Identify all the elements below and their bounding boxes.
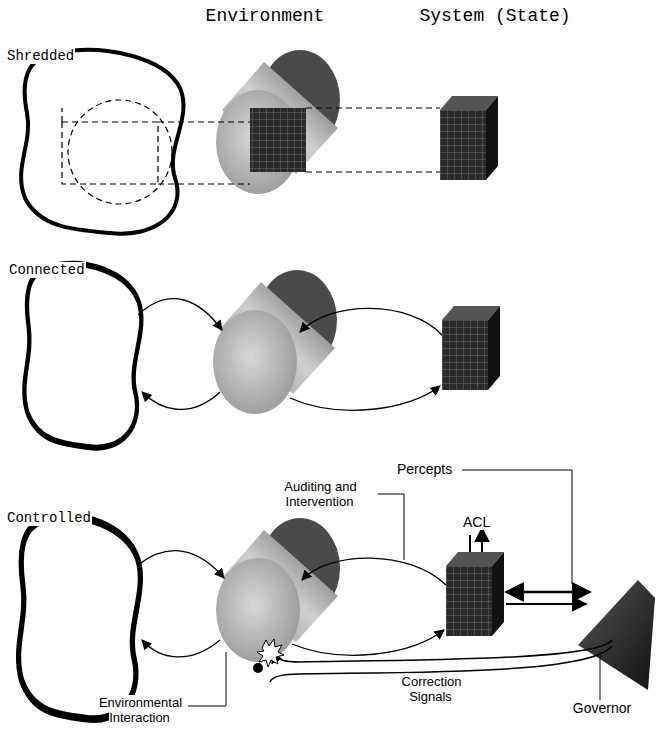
callout-label: Percepts (396, 461, 462, 477)
dashed-circle (68, 100, 172, 204)
state-arrow (290, 386, 440, 410)
label-text: Environment (205, 6, 326, 26)
controlled-row (19, 470, 655, 719)
interaction-arrow (138, 551, 224, 578)
leader-line (600, 652, 601, 700)
leader-line (378, 494, 404, 560)
percept-link (506, 591, 590, 594)
governor-shape (578, 580, 655, 690)
label-text: ACL (462, 514, 491, 530)
system-cube (440, 96, 498, 180)
row-label: Shredded (6, 48, 116, 64)
label-text: Auditing and Intervention (283, 479, 356, 509)
connected-row (24, 264, 500, 448)
label-text: Percepts (396, 461, 453, 477)
label-text: Correction Signals (401, 674, 462, 704)
state-arrow (302, 558, 446, 585)
column-heading: System (State) (405, 6, 585, 27)
state-arrow (292, 630, 444, 655)
correction-signal (272, 640, 612, 662)
callout-label: Correction Signals (386, 675, 476, 705)
percept-link (506, 603, 586, 605)
row-label: Controlled (6, 510, 126, 526)
label-text: Shredded (6, 48, 75, 64)
label-text: System (State) (418, 6, 571, 26)
label-text: Governor (572, 700, 632, 716)
leader-line (188, 652, 226, 706)
callout-label: ACL (462, 514, 498, 530)
callout-label: Environmental Interaction (92, 696, 188, 726)
environment-outline (24, 264, 141, 448)
environment-outline (21, 50, 183, 234)
label-text: Connected (8, 262, 86, 278)
column-heading: Environment (180, 6, 350, 27)
dashed-rect (62, 122, 158, 184)
model-cylinder (213, 270, 337, 414)
model-cylinder (216, 518, 340, 662)
interaction-arrow (142, 392, 220, 409)
mesh-grid (250, 108, 306, 172)
leader-line (462, 470, 572, 584)
interaction-arrow (142, 640, 220, 657)
shredded-row (21, 50, 498, 234)
signal-burst (257, 639, 284, 667)
callout-label: Governor (562, 700, 642, 716)
interaction-arrow (138, 299, 222, 330)
acl-arrows (470, 528, 482, 552)
label-text: Environmental Interaction (98, 695, 182, 725)
row-label: Connected (8, 262, 118, 278)
state-arrow (300, 308, 442, 335)
label-text: Controlled (6, 510, 92, 526)
signal-dot (253, 663, 263, 673)
projection-lines (62, 108, 440, 184)
callout-label: Auditing and Intervention (262, 480, 378, 510)
environment-outline (19, 517, 141, 719)
system-cube (446, 552, 504, 636)
system-cube (442, 306, 500, 390)
